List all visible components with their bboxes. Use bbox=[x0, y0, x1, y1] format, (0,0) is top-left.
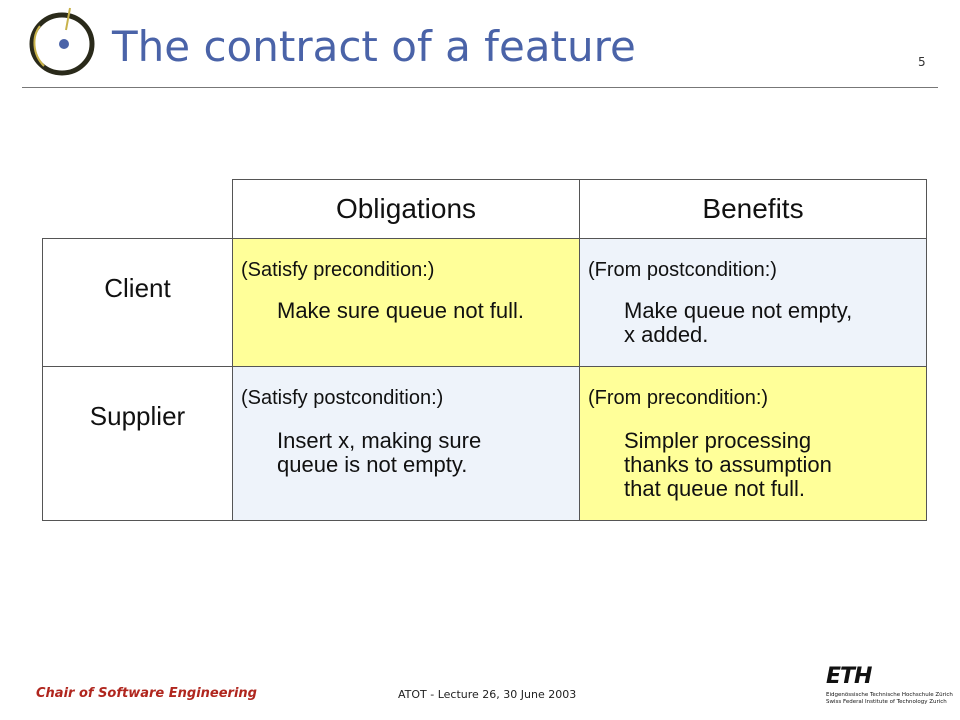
cell-body: Make sure queue not full. bbox=[277, 299, 524, 323]
eth-logo: ETH Eidgenössische Technische Hochschule… bbox=[826, 664, 953, 712]
title-divider bbox=[22, 87, 938, 88]
row-label-supplier: Supplier bbox=[42, 366, 233, 521]
footer-chair: Chair of Software Engineering bbox=[36, 686, 257, 701]
row-label-client-text: Client bbox=[104, 273, 171, 303]
cell-supplier-benefit: (From precondition:) Simpler processing … bbox=[579, 366, 927, 521]
eth-line-german: Eidgenössische Technische Hochschule Zür… bbox=[826, 692, 953, 698]
row-label-client: Client bbox=[42, 238, 233, 367]
cell-line: thanks to assumption bbox=[624, 452, 832, 477]
slide-title: The contract of a feature bbox=[112, 22, 636, 71]
cell-line: Insert x, making sure bbox=[277, 428, 482, 453]
header-benefits: Benefits bbox=[579, 179, 927, 239]
cell-body: Make queue not empty, x added. bbox=[624, 299, 852, 347]
chair-logo bbox=[29, 7, 95, 76]
cell-line: Simpler processing bbox=[624, 428, 812, 453]
cell-supplier-obligation: (Satisfy postcondition:) Insert x, makin… bbox=[232, 366, 580, 521]
header-obligations-label: Obligations bbox=[335, 193, 477, 224]
cell-condition: (From precondition:) bbox=[588, 387, 769, 409]
cell-line: Make sure queue not full. bbox=[277, 298, 525, 323]
row-label-supplier-text: Supplier bbox=[89, 401, 186, 431]
cell-line: x added. bbox=[624, 322, 709, 347]
header-obligations: Obligations bbox=[232, 179, 580, 239]
cell-client-obligation: (Satisfy precondition:) Make sure queue … bbox=[232, 238, 580, 367]
page-number: 5 bbox=[918, 55, 926, 69]
cell-condition: (Satisfy precondition:) bbox=[241, 259, 435, 281]
cell-line: queue is not empty. bbox=[277, 452, 468, 477]
cell-condition: (From postcondition:) bbox=[588, 259, 777, 281]
cell-line: Make queue not empty, bbox=[624, 298, 853, 323]
cell-line: that queue not full. bbox=[624, 476, 806, 501]
cell-condition: (Satisfy postcondition:) bbox=[241, 387, 444, 409]
footer-lecture: ATOT - Lecture 26, 30 June 2003 bbox=[398, 688, 577, 701]
header-benefits-label: Benefits bbox=[702, 193, 804, 224]
cell-body: Insert x, making sure queue is not empty… bbox=[277, 429, 481, 477]
cell-body: Simpler processing thanks to assumption … bbox=[624, 429, 832, 501]
eth-line-english: Swiss Federal Institute of Technology Zu… bbox=[826, 699, 947, 705]
cell-client-benefit: (From postcondition:) Make queue not emp… bbox=[579, 238, 927, 367]
eth-wordmark: ETH bbox=[826, 664, 872, 689]
